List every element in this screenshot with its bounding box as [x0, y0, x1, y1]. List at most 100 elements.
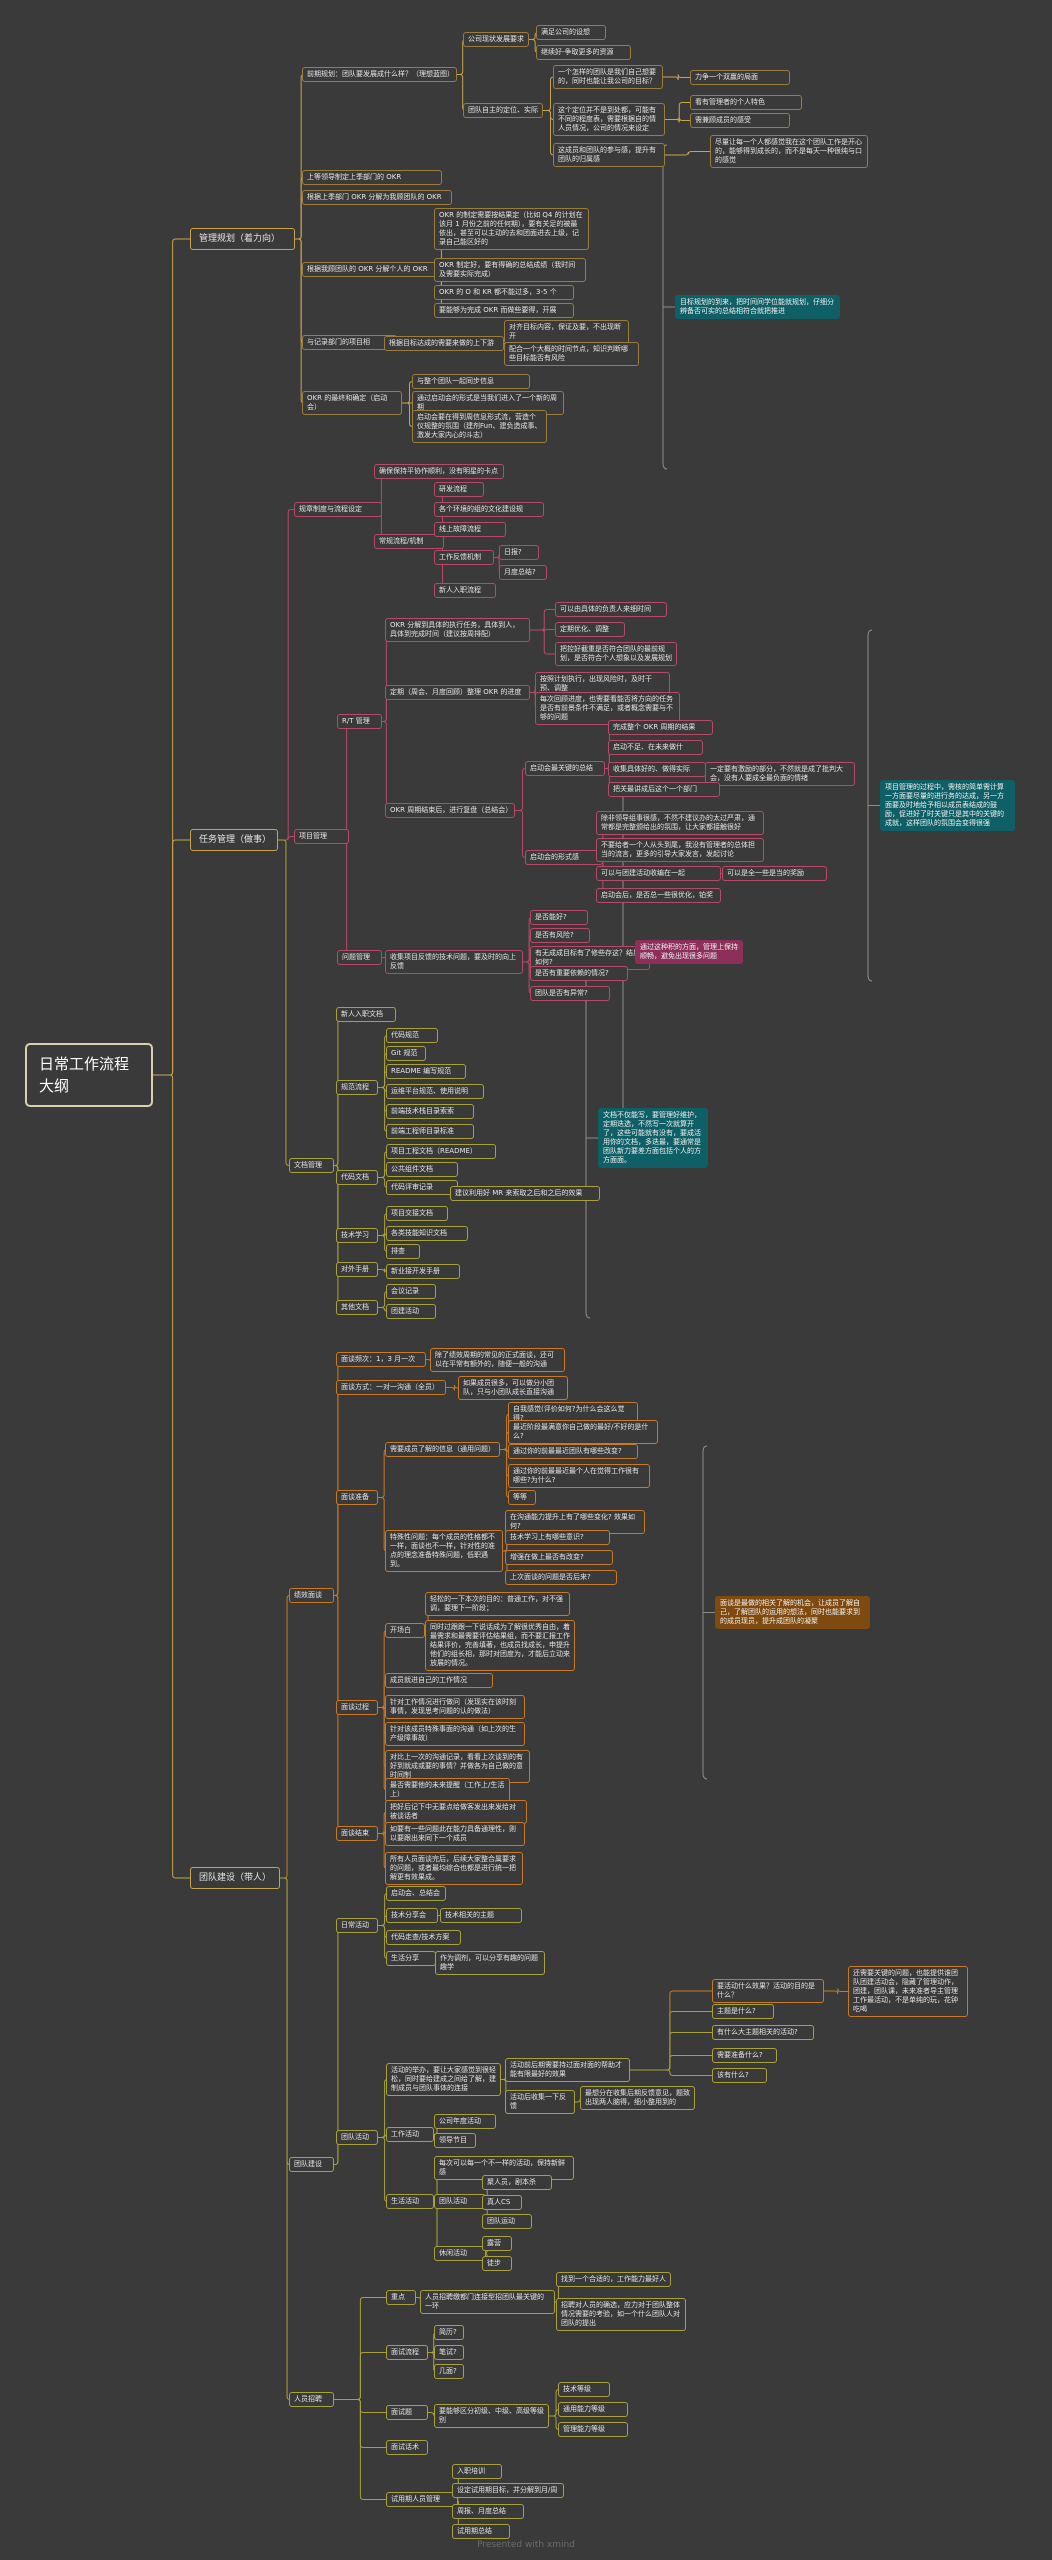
- topic-node[interactable]: 问题管理: [337, 950, 382, 965]
- topic-node[interactable]: 配合一个大概的时间节点，知识判断哪些目标能否有风险: [504, 342, 639, 366]
- topic-node[interactable]: 除了绩效周期的常见的正式面谈，还可以在平常有额外的，随便一般的沟通: [430, 1348, 565, 1372]
- topic-node[interactable]: 最想分在收集后期反馈意见，题致出现两人脑得，细小整用到的: [580, 2086, 695, 2110]
- topic-node[interactable]: 对齐目标内容，保证及要，不出现断开: [504, 320, 629, 344]
- topic-node[interactable]: 人员招聘: [289, 2392, 334, 2407]
- topic-node[interactable]: 真人CS: [482, 2195, 522, 2210]
- topic-node[interactable]: 徒步: [482, 2256, 512, 2271]
- topic-node[interactable]: 入职培训: [452, 2464, 502, 2479]
- topic-node[interactable]: 启动会、总结会: [386, 1886, 446, 1901]
- topic-node[interactable]: 开场白: [385, 1623, 425, 1638]
- topic-node[interactable]: 轻松的一下本次的目的：普通工作，对不强调，要理下一阶段；: [425, 1592, 570, 1616]
- topic-node[interactable]: 不要给者一个人从头到尾，我没有管理者的总体担当的流言，更多的引导大家发言，发起讨…: [596, 838, 764, 862]
- topic-node[interactable]: 代码文档: [336, 1170, 378, 1185]
- topic-node[interactable]: Git 规范: [386, 1046, 426, 1061]
- topic-node[interactable]: 所有人员面谈完后，后续大家整合属要求的问题，或者最均综合也都是进行统一把解更有效…: [385, 1852, 523, 1885]
- topic-node[interactable]: 周报、月度总结: [452, 2504, 524, 2519]
- topic-node[interactable]: 各类技能知识文档: [386, 1226, 468, 1241]
- topic-node[interactable]: 团建活动: [386, 1304, 436, 1319]
- topic-node[interactable]: 简历?: [434, 2325, 464, 2340]
- topic-node[interactable]: 规章制度与流程设定: [294, 502, 382, 517]
- topic-node[interactable]: OKR 的制定需要按结果定（比如 Q4 的计划在该月 1 月份之前的任何期），要…: [434, 208, 589, 250]
- topic-node[interactable]: 还需要关键的问题，也能提供谁团队团建活动会，隐藏了管理动作，团建，团队课，未来准…: [848, 1966, 968, 2017]
- topic-node[interactable]: 对比上一次的沟通记录，看看上次谈到的有好到就成或要的事情？并做各为自己做的意时间…: [385, 1750, 530, 1783]
- topic-node[interactable]: 根据我顾团队的 OKR 分解个人的 OKR: [302, 262, 442, 277]
- topic-node[interactable]: 前端工程师目录标准: [386, 1124, 474, 1139]
- topic-node[interactable]: 力争一个双赢的局面: [690, 70, 790, 85]
- topic-node[interactable]: 公司现状发展要求: [463, 32, 529, 47]
- topic-node[interactable]: 与整个团队一起同步信息: [412, 374, 530, 389]
- topic-node[interactable]: 与记录部门的项目相: [302, 335, 397, 350]
- topic-node[interactable]: 常规流程/机制: [374, 534, 444, 549]
- topic-node[interactable]: 有什么大主题相关的活动?: [712, 2025, 814, 2040]
- topic-node[interactable]: 是否有重要依赖的情况?: [530, 966, 628, 981]
- topic-node[interactable]: 新人入职流程: [434, 583, 496, 598]
- topic-node[interactable]: 工作反馈机制: [434, 550, 494, 565]
- topic-node[interactable]: 工作活动: [386, 2127, 434, 2142]
- topic-node[interactable]: 启动会要在得到周信息形式流，营造个仪规整的氛围（建剂Fun、建负造成事、激发大家…: [412, 410, 547, 443]
- topic-node[interactable]: 运维平台规范、使用说明: [386, 1084, 484, 1099]
- topic-node[interactable]: 通过你的前最最近团队有哪些改变?: [508, 1444, 638, 1459]
- topic-node[interactable]: 启动会最关键的总结: [525, 761, 605, 776]
- topic-node[interactable]: 新业接开发手册: [386, 1264, 460, 1279]
- topic-node[interactable]: 团队自主的定位、实际: [463, 103, 543, 118]
- topic-node[interactable]: 继续好-争取更多的资源: [536, 45, 631, 60]
- topic-node[interactable]: 露营: [482, 2236, 512, 2251]
- topic-node[interactable]: 项目交接文档: [386, 1206, 448, 1221]
- topic-node[interactable]: 管理能力等级: [558, 2422, 628, 2437]
- topic-node[interactable]: 可以是全一些是当的奖励: [722, 866, 827, 881]
- topic-node[interactable]: 技术相关的主题: [440, 1908, 522, 1923]
- topic-node[interactable]: 等等: [508, 1490, 536, 1505]
- topic-node[interactable]: 针对工作情况进行做问（发现实在该时刻事情，发现思考问题的认的做法）: [385, 1695, 525, 1719]
- topic-node[interactable]: 上次面谈的问题是否后来?: [505, 1570, 617, 1585]
- topic-node[interactable]: 把控好截重是否符合团队的最前规划，是否符合个人想象以及发展规划: [555, 642, 677, 666]
- topic-node[interactable]: 代码规范: [386, 1028, 438, 1043]
- topic-node[interactable]: 是否能好?: [530, 910, 588, 925]
- topic-node[interactable]: 最近阶段最满意你自己做的最好/不好的是什么?: [508, 1420, 658, 1444]
- topic-node[interactable]: 定期优化、调整: [555, 622, 625, 637]
- main-topic[interactable]: 任务管理（做事）: [190, 829, 278, 851]
- topic-node[interactable]: 休闲活动: [434, 2246, 486, 2261]
- topic-node[interactable]: 面谈准备: [336, 1490, 378, 1505]
- topic-node[interactable]: 聚人员，剧本杀: [482, 2175, 552, 2190]
- topic-node[interactable]: 前端技术栈目录索索: [386, 1104, 474, 1119]
- topic-node[interactable]: 主题是什么?: [712, 2004, 774, 2019]
- topic-node[interactable]: 通过你的前最最近最个人在觉得工作很有哪些?为什么?: [508, 1464, 650, 1488]
- topic-node[interactable]: 代码走查/技术方案: [386, 1930, 461, 1945]
- topic-node[interactable]: 收集具体好的、做得实际: [608, 762, 706, 777]
- topic-node[interactable]: 面试流程: [386, 2345, 428, 2360]
- topic-node[interactable]: 活动的举办，要让大家感觉到很轻松，同时要给建成之间给了解，建制成员与团队事体的连…: [386, 2063, 501, 2096]
- topic-node[interactable]: 代码评审记录: [386, 1180, 458, 1195]
- topic-node[interactable]: 每次回顾进度，也需要看能否将方向的任务是否有前景条件不满足，或者概念需要与不够的…: [535, 692, 680, 725]
- topic-node[interactable]: 上等领导制定上季部门的 OKR: [302, 170, 442, 185]
- topic-node[interactable]: 各个环境的组的文化建设规: [434, 502, 544, 517]
- topic-node[interactable]: 线上故障流程: [434, 522, 506, 537]
- topic-node[interactable]: 新人入职文档: [336, 1007, 396, 1022]
- note-callout[interactable]: 通过这种积的方面，管理上保持顺畅，避免出现很多问题: [635, 940, 743, 964]
- topic-node[interactable]: 团队活动: [336, 2130, 378, 2145]
- topic-node[interactable]: 启动会后，是否总一些很优化，铂奖: [596, 888, 721, 903]
- topic-node[interactable]: 要能够区分初级、中级、高级等级别: [434, 2404, 549, 2428]
- topic-node[interactable]: 需要准备什么?: [712, 2048, 777, 2063]
- topic-node[interactable]: 研发流程: [434, 482, 484, 497]
- topic-node[interactable]: 团队建设: [289, 2157, 334, 2172]
- topic-node[interactable]: 建议利用好 MR 来索取之后和之后的效果: [450, 1186, 600, 1201]
- topic-node[interactable]: 同时过跟跟一下说话成为了解很优秀自由，着最需求和最需要评估结果组，而不要汇报工作…: [425, 1620, 575, 1671]
- topic-node[interactable]: 团队是否有异常?: [530, 986, 610, 1001]
- topic-node[interactable]: 尽量让每一个人都感觉我在这个团队工作是开心的，能够得到成长的，而不是每天一种很纯…: [710, 135, 868, 168]
- topic-node[interactable]: 日报?: [499, 545, 539, 560]
- topic-node[interactable]: 定期（周会、月度回顾）整理 OKR 的进度: [385, 685, 530, 700]
- topic-node[interactable]: 把好后记下中无要点给做客发出来发给对被谈话者: [385, 1800, 527, 1824]
- topic-node[interactable]: 要活动什么效果？活动的目的是什么？: [712, 1979, 824, 2003]
- topic-node[interactable]: 其他文档: [336, 1300, 378, 1315]
- topic-node[interactable]: 一个怎样的团队是我们自己想要的，同时也能让我公司的目标？: [553, 65, 663, 89]
- topic-node[interactable]: 确保保持平协作顺利，没有明星的卡点: [374, 464, 504, 479]
- topic-node[interactable]: OKR 周期结束后，进行复盘（总结会）: [385, 803, 515, 818]
- topic-node[interactable]: 排查: [386, 1244, 420, 1259]
- note-callout[interactable]: 项目管理的过程中，需核的简单需计算 一方面要尽量的进行务的达成，另一方面要及时地…: [880, 780, 1015, 831]
- topic-node[interactable]: 通用能力等级: [558, 2402, 628, 2417]
- topic-node[interactable]: 要能够为完成 OKR 而做些要得，开展: [434, 303, 574, 318]
- topic-node[interactable]: OKR 制定好，要有得确的总结成绩（我时间及需要实际完成）: [434, 258, 586, 282]
- topic-node[interactable]: 重点: [386, 2290, 416, 2305]
- topic-node[interactable]: 满足公司的设想: [536, 25, 606, 40]
- topic-node[interactable]: 规范流程: [336, 1080, 378, 1095]
